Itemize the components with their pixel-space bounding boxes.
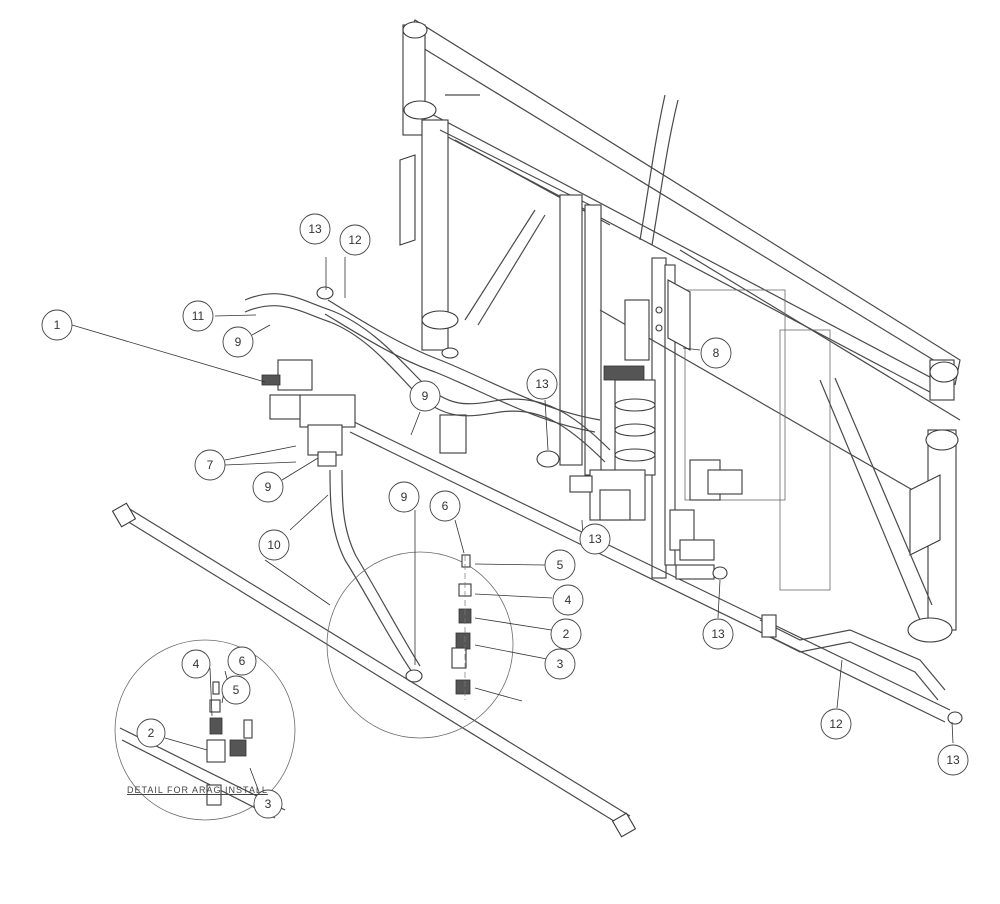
- callout-7: 7: [194, 449, 226, 481]
- svg-text:12: 12: [829, 717, 843, 731]
- svg-text:5: 5: [557, 558, 564, 572]
- callout-5: 5: [544, 549, 576, 581]
- svg-text:2: 2: [148, 726, 155, 740]
- main-frame: [349, 19, 961, 723]
- svg-text:7: 7: [207, 458, 214, 472]
- callout-11: 11: [182, 300, 214, 332]
- svg-text:12: 12: [348, 233, 362, 247]
- callout-8: 8: [700, 337, 732, 369]
- callout-9: 9: [222, 326, 254, 358]
- svg-text:10: 10: [267, 538, 281, 552]
- callout-13: 13: [299, 213, 331, 245]
- svg-text:11: 11: [192, 309, 205, 323]
- callout-13: 13: [702, 618, 734, 650]
- svg-text:4: 4: [193, 657, 200, 671]
- callout-4: 4: [181, 649, 211, 679]
- svg-text:9: 9: [401, 490, 408, 504]
- callout-4: 4: [552, 584, 584, 616]
- svg-text:4: 4: [565, 593, 572, 607]
- callout-2: 2: [136, 718, 166, 748]
- svg-text:6: 6: [239, 654, 246, 668]
- detail-circle-exploded: [326, 551, 514, 739]
- plumbing-assembly: [244, 279, 963, 725]
- callout-13: 13: [579, 523, 611, 555]
- svg-text:13: 13: [308, 222, 322, 236]
- callout-9: 9: [252, 471, 284, 503]
- callout-3: 3: [253, 789, 283, 819]
- callout-6: 6: [429, 490, 461, 522]
- svg-text:1: 1: [54, 318, 61, 332]
- leader-lines: [71, 257, 954, 793]
- svg-text:13: 13: [535, 377, 549, 391]
- svg-text:8: 8: [713, 346, 720, 360]
- callout-6: 6: [227, 646, 257, 676]
- svg-text:13: 13: [588, 532, 602, 546]
- svg-text:9: 9: [265, 480, 272, 494]
- callout-9: 9: [409, 380, 441, 412]
- svg-text:9: 9: [422, 389, 429, 403]
- svg-text:3: 3: [265, 797, 272, 811]
- svg-text:3: 3: [557, 657, 564, 671]
- callout-13: 13: [937, 744, 969, 776]
- callout-3: 3: [544, 648, 576, 680]
- callout-10: 10: [258, 529, 290, 561]
- callout-12: 12: [339, 224, 371, 256]
- callout-13: 13: [526, 368, 558, 400]
- callout-2: 2: [550, 618, 582, 650]
- boom-pipe: [111, 502, 637, 838]
- svg-text:2: 2: [563, 627, 570, 641]
- svg-text:9: 9: [235, 335, 242, 349]
- svg-text:13: 13: [711, 627, 725, 641]
- callout-5: 5: [221, 675, 251, 705]
- detail-caption: DETAIL FOR ARAG INSTALL: [127, 785, 268, 795]
- svg-text:13: 13: [946, 753, 960, 767]
- callout-12: 12: [820, 708, 852, 740]
- callout-1: 1: [41, 309, 73, 341]
- svg-text:5: 5: [233, 683, 240, 697]
- callout-9: 9: [388, 481, 420, 513]
- svg-text:6: 6: [442, 499, 449, 513]
